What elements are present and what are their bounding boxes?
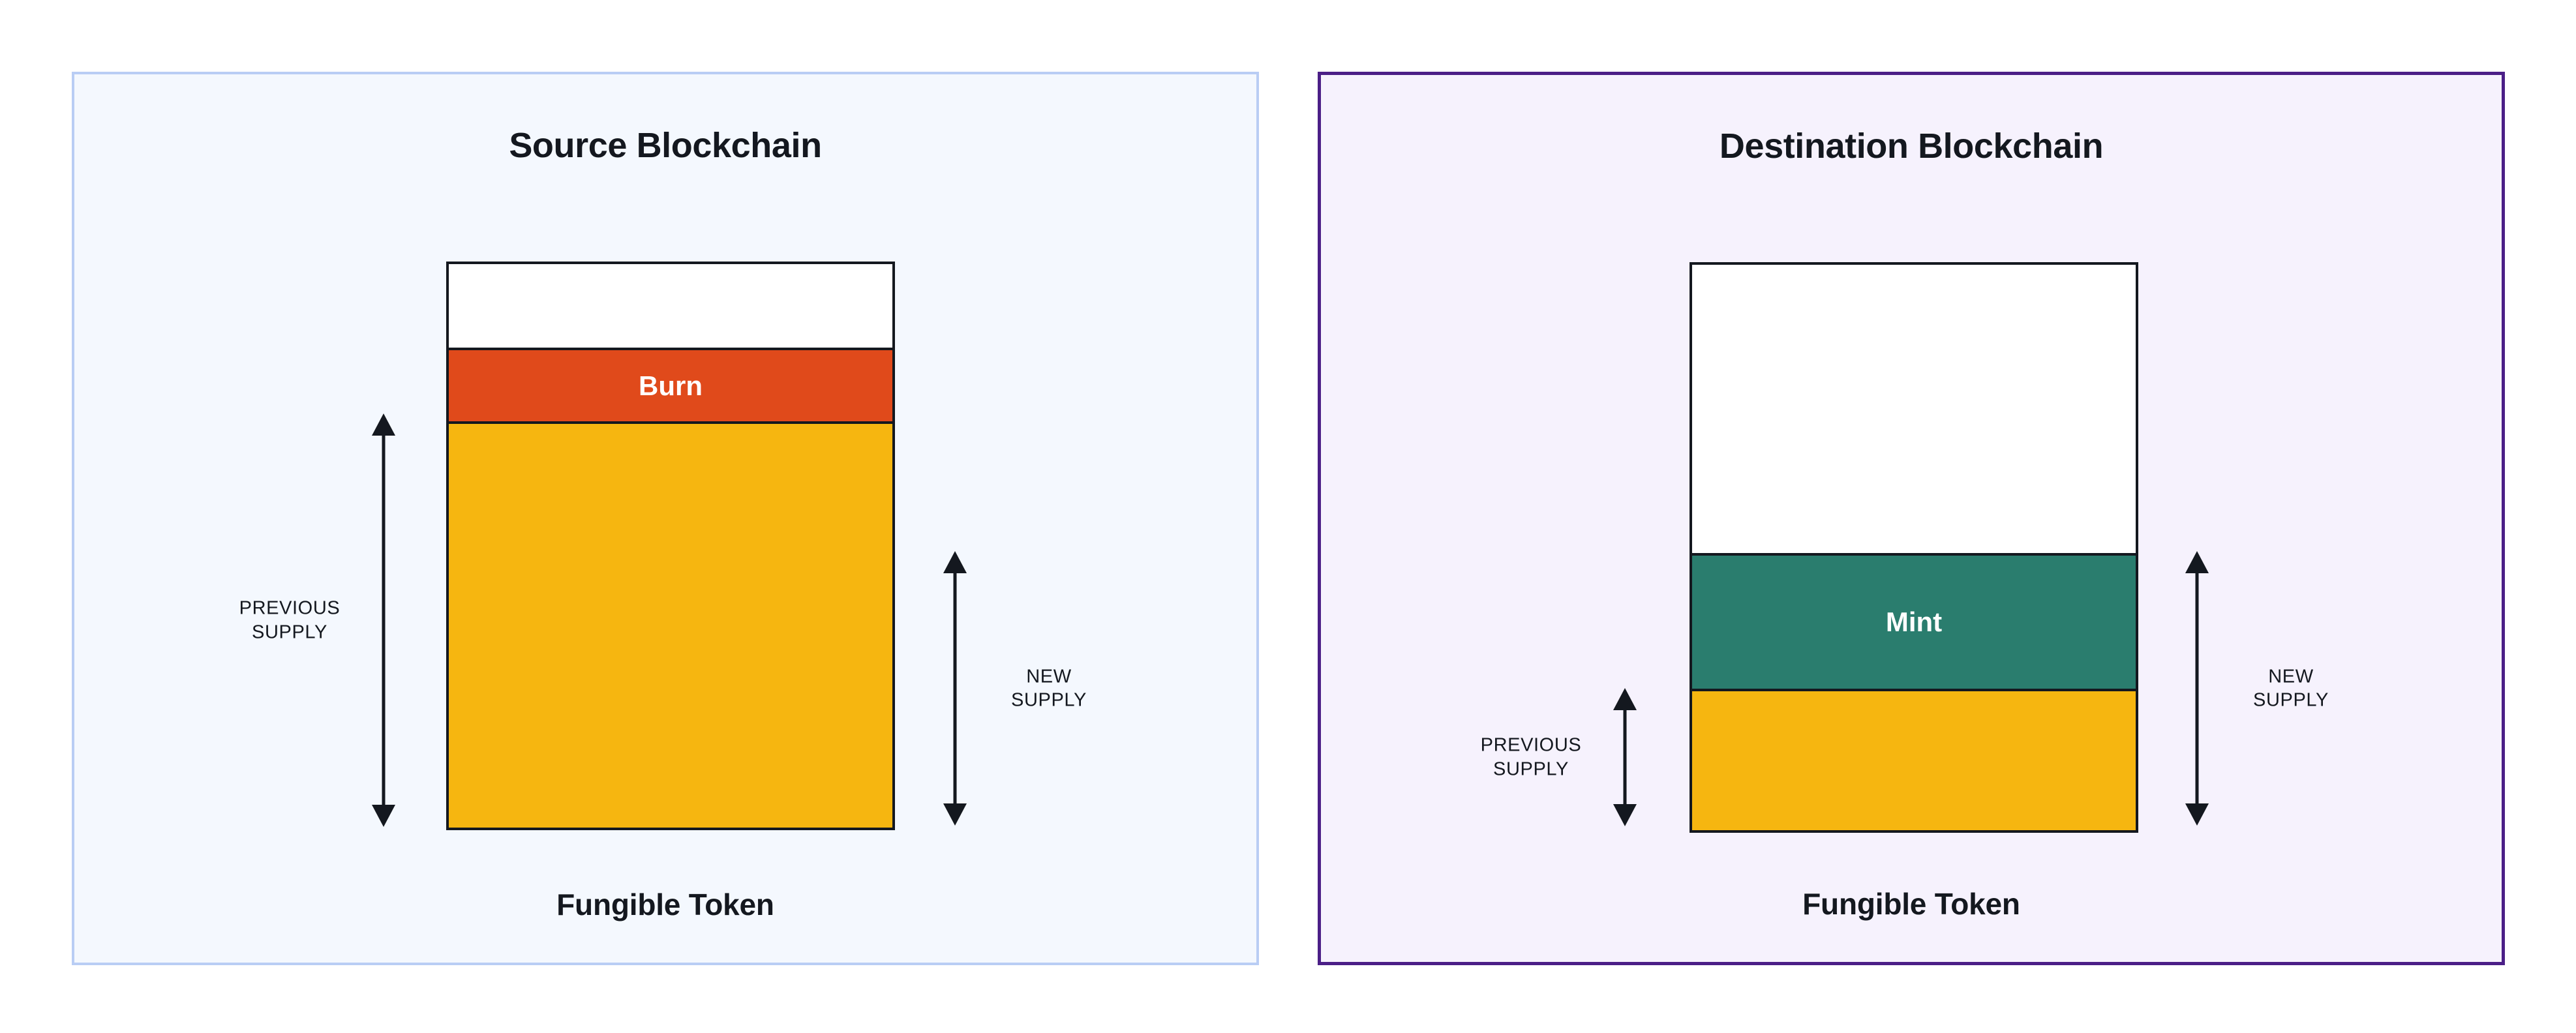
source-panel-title: Source Blockchain <box>509 126 822 165</box>
destination-previous-supply-measure: PREVIOUS SUPPLY <box>1481 688 1640 826</box>
double-headed-arrow-icon <box>372 413 395 827</box>
destination-token-supply-bar: Mint <box>1690 262 2138 833</box>
destination-previous-supply-label: PREVIOUS SUPPLY <box>1480 734 1582 779</box>
destination-segment-empty <box>1690 262 2138 556</box>
source-segment-burn-label: Burn <box>639 370 703 401</box>
destination-segment-mint-label: Mint <box>1885 606 1943 637</box>
source-new-supply-measure: NEW SUPPLY <box>940 551 1086 826</box>
panel-source-blockchain: Source Blockchain Burn Fungible Token <box>72 72 1259 965</box>
source-previous-supply-label: PREVIOUS SUPPLY <box>239 597 341 642</box>
double-headed-arrow-icon <box>943 551 967 826</box>
source-new-supply-label: NEW SUPPLY <box>1011 665 1087 711</box>
destination-new-supply-measure: NEW SUPPLY <box>2182 551 2328 826</box>
source-token-supply-bar: Burn <box>446 262 895 830</box>
double-headed-arrow-icon <box>2185 551 2209 826</box>
panel-destination-blockchain: Destination Blockchain Mint Fungible Tok… <box>1318 72 2505 965</box>
destination-segment-mint: Mint <box>1690 553 2138 691</box>
source-segment-burn: Burn <box>446 348 895 424</box>
destination-panel-footer-label: Fungible Token <box>1802 887 2020 921</box>
source-previous-supply-measure: PREVIOUS SUPPLY <box>239 413 399 827</box>
source-panel-footer-label: Fungible Token <box>556 888 774 921</box>
destination-new-supply-label: NEW SUPPLY <box>2253 665 2329 711</box>
source-segment-remaining <box>446 421 895 830</box>
destination-panel-title: Destination Blockchain <box>1719 127 2104 166</box>
destination-segment-remaining <box>1690 689 2138 833</box>
source-segment-empty <box>446 262 895 350</box>
double-headed-arrow-icon <box>1613 688 1637 826</box>
